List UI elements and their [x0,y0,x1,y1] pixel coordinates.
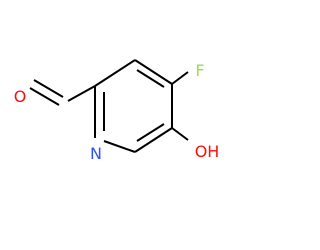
atom-label-f: F [195,61,204,80]
atom-label-o: O [14,87,27,106]
bond-c5-c6 [134,123,173,153]
bond-c5-oh [171,127,189,141]
bond-c2-cho [67,85,96,102]
bond-n1-c2 [94,86,105,138]
molecule-structure: O N F OH [14,59,220,163]
bond-c6-n1 [103,140,136,153]
atom-label-n: N [90,144,102,163]
atom-label-oh: OH [195,142,220,161]
bond-c3-c4 [134,59,173,88]
bond-c2-c3 [94,59,136,87]
bond-cho-double [29,79,64,106]
bond-c4-f [171,71,189,85]
